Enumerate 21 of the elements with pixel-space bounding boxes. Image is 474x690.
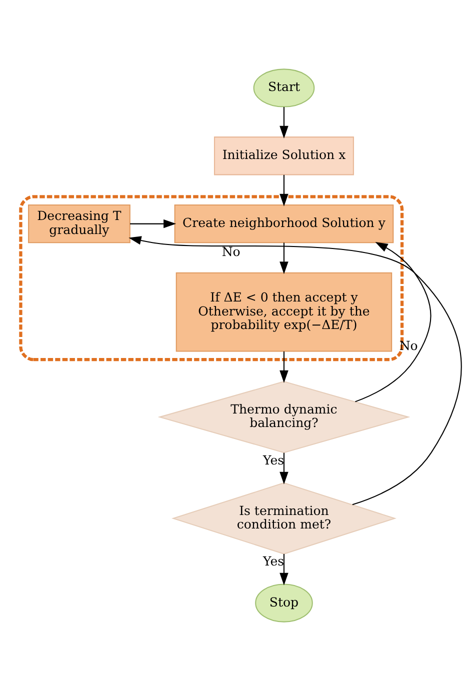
node-ellipse: Start: [253, 68, 315, 107]
node-diamond: Thermo dynamic balancing?: [158, 380, 410, 453]
arrow: [280, 106, 288, 138]
node-box: Decreasing T gradually: [28, 204, 130, 243]
arrow: [130, 218, 176, 228]
arrow: [280, 174, 288, 206]
node-box: Create neighborhood Solution y: [174, 204, 394, 243]
arrow: [355, 242, 432, 402]
arrow: [280, 553, 288, 585]
node-box: Initialize Solution x: [214, 136, 354, 175]
edge-label: Yes: [263, 452, 284, 467]
edge-label: No: [399, 337, 418, 352]
arrow: [128, 236, 462, 505]
arrow: [280, 350, 288, 382]
arrow: [280, 242, 288, 274]
node-ellipse: Stop: [255, 583, 313, 622]
arrow: [280, 452, 288, 484]
node-diamond: Is termination condition met?: [172, 482, 396, 554]
edge-label: No: [222, 244, 240, 259]
node-box: If ΔE < 0 then accept y Otherwise, accept it by the probability exp(−ΔE/T): [176, 272, 392, 352]
edge-label: Yes: [263, 553, 284, 568]
